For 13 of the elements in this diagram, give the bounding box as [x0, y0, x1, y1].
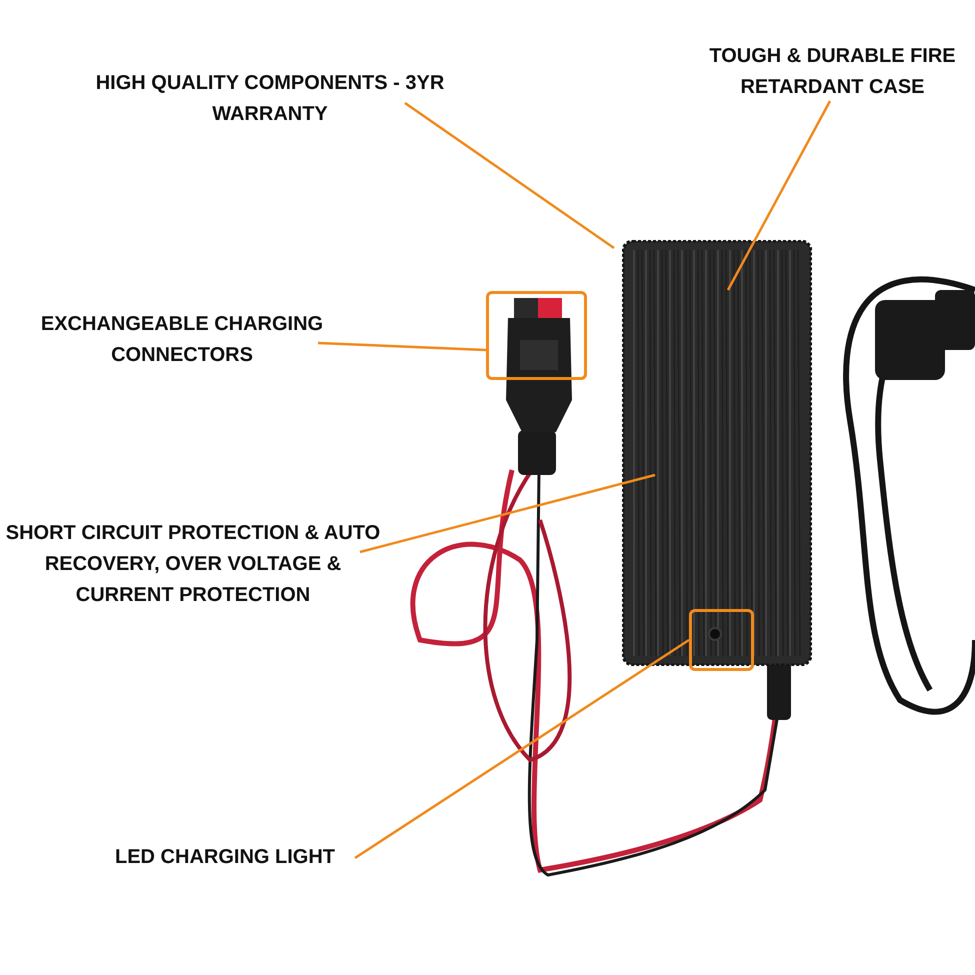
leader-line: [318, 342, 486, 352]
callout-text: HIGH QUALITY COMPONENTS - 3YR WARRANTY: [90, 68, 450, 130]
highlight-frame: [689, 609, 754, 671]
highlight-frame: [486, 291, 587, 380]
callout-text: TOUGH & DURABLE FIRE RETARDANT CASE: [690, 41, 975, 103]
callout-text: LED CHARGING LIGHT: [95, 842, 355, 873]
callout-text: SHORT CIRCUIT PROTECTION & AUTO RECOVERY, OVER VOLTAGE & CURRENT PROTECTION: [0, 518, 386, 611]
leader-line: [360, 474, 656, 554]
callout-text: EXCHANGEABLE CHARGING CONNECTORS: [14, 309, 350, 371]
charger-case-photo-drawing: [622, 240, 812, 666]
leader-line: [354, 638, 690, 860]
leader-line: [726, 100, 832, 291]
leader-line: [404, 102, 615, 250]
